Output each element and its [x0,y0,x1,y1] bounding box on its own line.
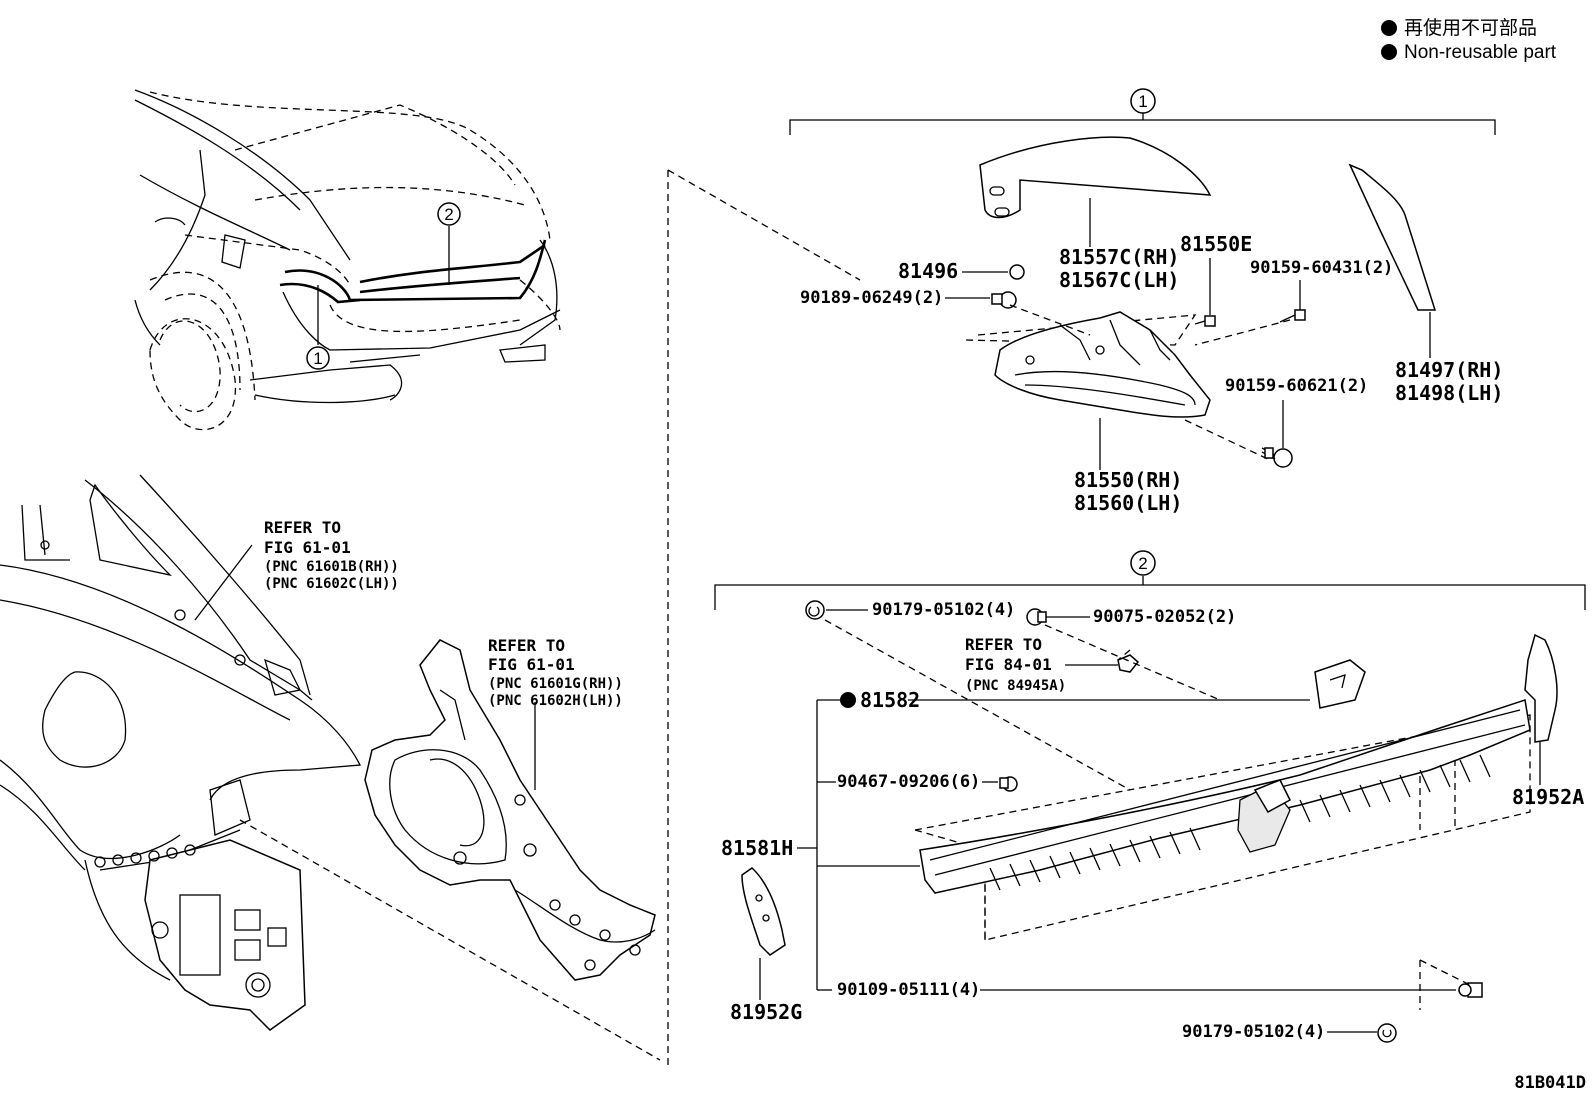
part-81581h-garnish[interactable] [797,699,1531,991]
label-90179-top: 90179-05102(4) [872,600,1015,620]
legend: 再使用不可部品 Non-reusable part [1381,17,1557,63]
svg-text:REFER TO: REFER TO [965,635,1042,654]
label-81582: 81582 [860,688,920,712]
part-90467-clip[interactable] [982,776,1018,792]
part-81497-strip[interactable] [1348,163,1437,358]
svg-text:FIG 61-01: FIG 61-01 [488,655,575,674]
label-90179-bottom: 90179-05102(4) [1182,1022,1325,1042]
svg-text:(PNC 61602H(LH)): (PNC 61602H(LH)) [488,693,623,709]
refer-fig-61-01-wheel-house[interactable]: REFER TO FIG 61-01 (PNC 61601G(RH)) (PNC… [488,636,623,709]
label-90109: 90109-05111(4) [837,980,980,1000]
callout-1-overview: 1 [306,346,330,370]
label-81496: 81496 [898,259,958,283]
label-90189: 90189-06249(2) [800,288,943,308]
figure-code: 81B041D [1514,1073,1586,1093]
label-81498: 81498(LH) [1395,381,1503,405]
svg-text:FIG 84-01: FIG 84-01 [965,655,1052,674]
label-81560: 81560(LH) [1074,491,1182,515]
leader-dashed [824,619,1221,791]
part-81952a-bracket[interactable] [1524,633,1558,785]
legend-english: Non-reusable part [1404,42,1557,63]
part-90159-60621-screw[interactable] [1261,400,1293,468]
section-separator [667,169,861,1065]
svg-text:REFER TO: REFER TO [488,636,565,655]
legend-japanese: 再使用不可部品 [1404,17,1537,39]
part-81550e-bracket-screw[interactable] [1194,315,1216,327]
non-reusable-bullet-icon [1381,44,1397,60]
part-90179-clip-top[interactable] [805,600,868,620]
part-81550-lamp-assembly[interactable] [964,311,1211,470]
label-81550e: 81550E [1180,232,1252,256]
wheel-house-inner-panel [364,639,656,981]
part-81582-seal[interactable] [840,659,1366,709]
leader-dashed [239,819,661,1061]
svg-text:FIG 61-01: FIG 61-01 [264,538,351,557]
group-2-bracket: 2 [714,550,1586,610]
label-81952g: 81952G [730,1000,802,1024]
label-90075: 90075-02052(2) [1093,607,1236,627]
label-90159-60431: 90159-60431(2) [1250,258,1393,278]
label-81567c: 81567C(LH) [1059,268,1179,292]
svg-text:(PNC 61601G(RH)): (PNC 61601G(RH)) [488,676,623,692]
part-90179-clip-bottom[interactable] [1327,1023,1397,1043]
leader-dashed [1009,304,1291,461]
label-81581h: 81581H [721,836,793,860]
label-81550: 81550(RH) [1074,468,1182,492]
callout-2-overview: 2 [437,202,461,226]
part-90075-screw[interactable] [1026,608,1090,626]
svg-text:REFER TO: REFER TO [264,518,341,537]
svg-text:(PNC 61601B(RH)): (PNC 61601B(RH)) [264,559,399,575]
refer-fig-84-01[interactable]: REFER TO FIG 84-01 (PNC 84945A) [965,635,1140,694]
group-1-bracket: 1 [789,88,1496,135]
label-81497: 81497(RH) [1395,358,1503,382]
svg-text:(PNC 84945A): (PNC 84945A) [965,678,1066,694]
vehicle-rear-overview [134,89,561,431]
part-81557c-cover[interactable] [979,136,1212,247]
callout-2: 2 [1138,554,1147,573]
part-81952g-bracket[interactable] [741,867,786,1000]
label-90467: 90467-09206(6) [837,772,980,792]
label-81952a: 81952A [1512,785,1584,809]
svg-text:2: 2 [444,205,453,224]
quarter-panel-body [0,474,362,1031]
svg-text:(PNC 61602C(LH)): (PNC 61602C(LH)) [264,576,399,592]
part-90159-60431-screw[interactable] [1279,280,1306,323]
part-90189-screw[interactable] [945,291,1017,309]
svg-text:1: 1 [313,349,322,368]
label-90159-60621: 90159-60621(2) [1225,376,1368,396]
non-reusable-bullet-icon [1381,20,1397,36]
label-81557c: 81557C(RH) [1059,245,1179,269]
part-90109-nut[interactable] [980,959,1483,1010]
refer-fig-61-01-rh-panel[interactable]: REFER TO FIG 61-01 (PNC 61601B(RH)) (PNC… [264,518,399,592]
callout-1: 1 [1138,92,1147,111]
part-81496-clip[interactable] [962,264,1025,280]
